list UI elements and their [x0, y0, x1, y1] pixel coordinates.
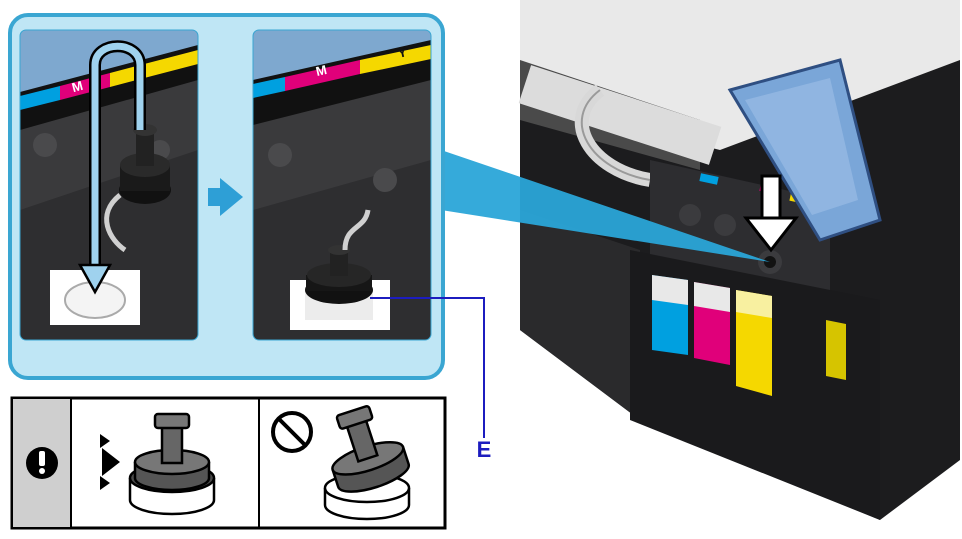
detail-before [20, 30, 198, 340]
ink-tank-magenta [694, 282, 730, 365]
ink-tank-cyan [652, 275, 688, 355]
ink-tank-yellow [736, 290, 772, 396]
caution-box [12, 398, 445, 528]
detail-panel [10, 15, 484, 438]
detail-after [253, 30, 431, 340]
callout-label-e: E [474, 438, 494, 462]
printer-illustration [519, 0, 960, 520]
important-icon [26, 447, 58, 479]
